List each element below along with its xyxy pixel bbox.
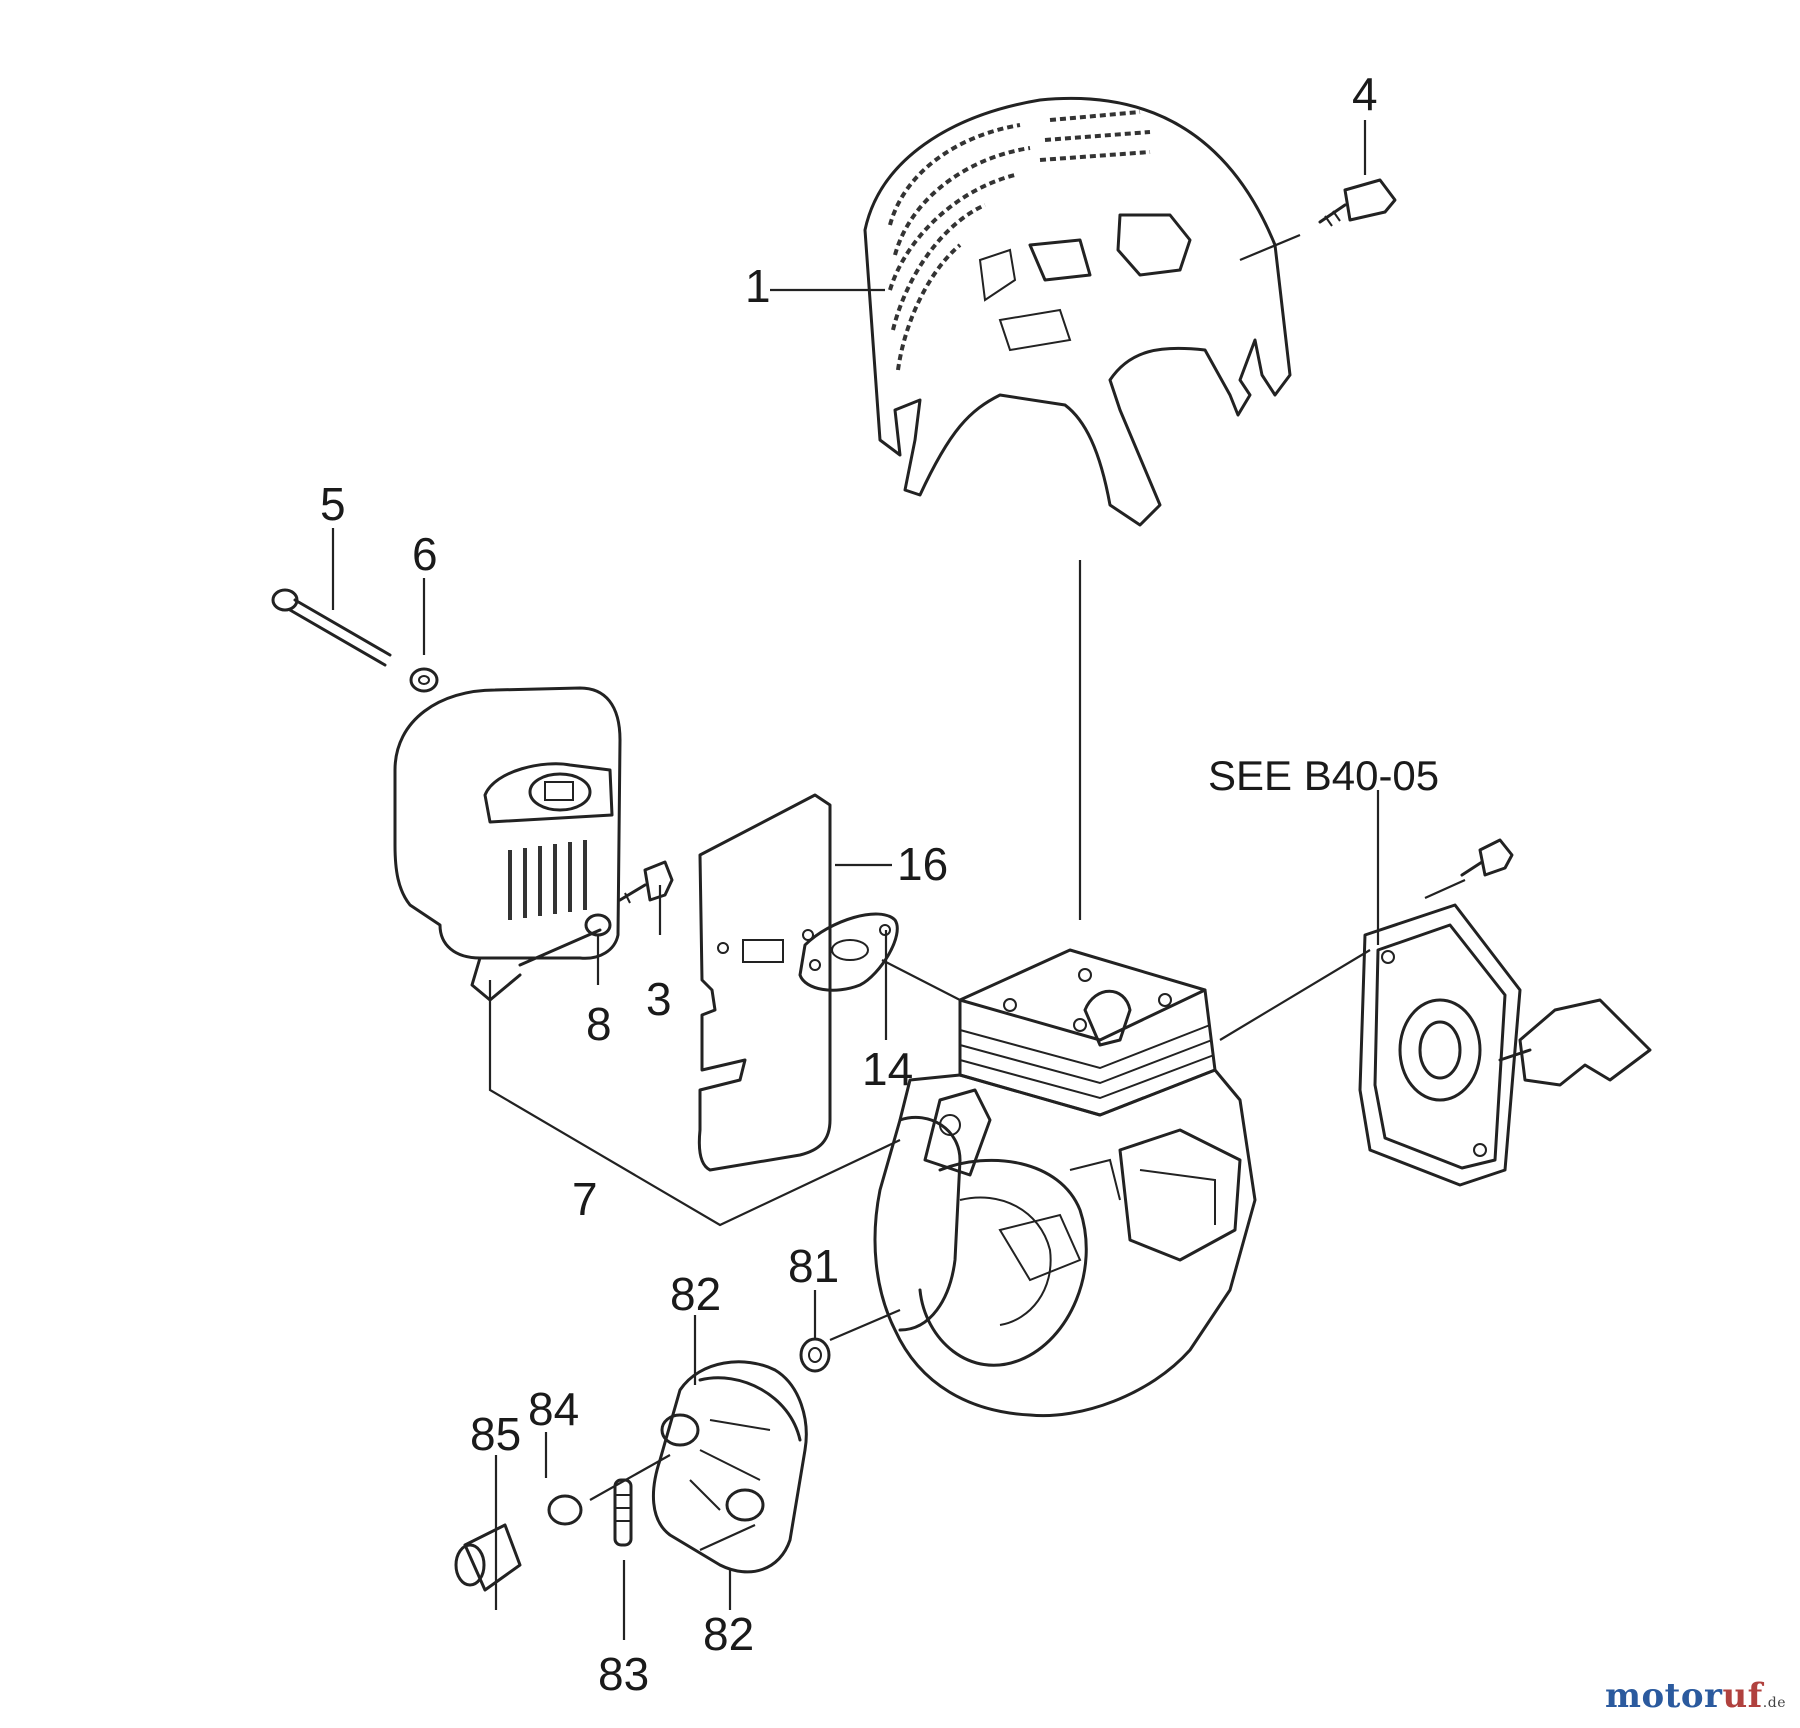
callout-85: 85: [470, 1408, 521, 1460]
heat-shield-16: [697, 793, 832, 1172]
watermark-suffix: .de: [1762, 1695, 1786, 1711]
site-watermark: motoruf.de: [1605, 1676, 1786, 1716]
washer-84: [547, 1494, 583, 1526]
gasket-14: [798, 912, 899, 992]
callout-84: 84: [528, 1383, 579, 1435]
clutch-82: [651, 1360, 808, 1574]
callout-1: 1: [745, 260, 771, 312]
washer-8: [584, 913, 612, 937]
screw-3: [618, 860, 674, 904]
screw-4: [1318, 178, 1397, 227]
callout-labels: 1 4 5 6 16 8 3 14 7 81 82 82 84 85 83 SE…: [320, 68, 1439, 1700]
reference-note: SEE B40-05: [1208, 752, 1439, 799]
callout-8: 8: [586, 998, 612, 1050]
callout-83: 83: [598, 1648, 649, 1700]
callout-5: 5: [320, 478, 346, 530]
callout-7: 7: [572, 1173, 598, 1225]
recoil-starter: [1358, 838, 1652, 1187]
pin-83: [613, 1478, 633, 1547]
callout-81: 81: [788, 1240, 839, 1292]
callout-4: 4: [1352, 68, 1378, 120]
callout-16: 16: [897, 838, 948, 890]
callout-82-top: 82: [670, 1268, 721, 1320]
watermark-part2: uf: [1722, 1676, 1763, 1716]
leader-lines: [331, 120, 1466, 1640]
nut-85: [454, 1523, 522, 1592]
muffler: [393, 686, 622, 1002]
callout-82-bottom: 82: [703, 1608, 754, 1660]
cylinder-cover: [863, 96, 1292, 527]
washer-6: [409, 667, 439, 693]
callout-6: 6: [412, 528, 438, 580]
engine-block: [873, 948, 1257, 1418]
nut-81: [799, 1337, 831, 1373]
bolt-5: [271, 588, 392, 667]
callout-14: 14: [862, 1043, 913, 1095]
callout-3: 3: [646, 973, 672, 1025]
watermark-part1: motor: [1604, 1676, 1723, 1716]
